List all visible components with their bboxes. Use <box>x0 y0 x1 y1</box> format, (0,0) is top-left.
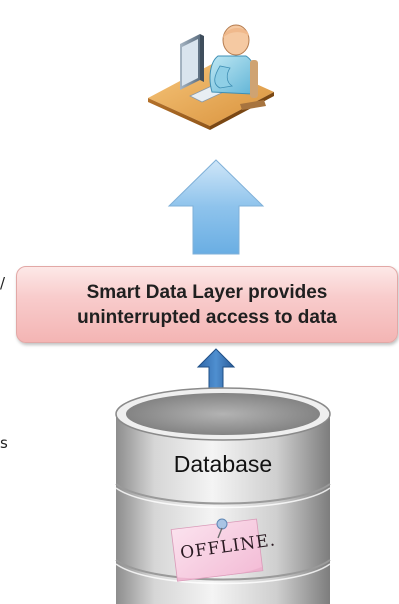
layer-line-1: Smart Data Layer provides <box>86 281 328 303</box>
database-label: Database <box>173 451 273 477</box>
database-cylinder-icon <box>115 387 331 604</box>
up-arrow-icon <box>167 159 265 255</box>
edge-mark-top: / <box>0 274 6 292</box>
smart-data-layer-box: Smart Data Layer provides uninterrupted … <box>16 266 398 343</box>
layer-line-2: uninterrupted access to data <box>77 306 337 328</box>
user-at-desk-icon <box>148 24 274 130</box>
sticky-note-icon <box>170 518 264 582</box>
edge-mark-bottom: s <box>0 434 8 452</box>
